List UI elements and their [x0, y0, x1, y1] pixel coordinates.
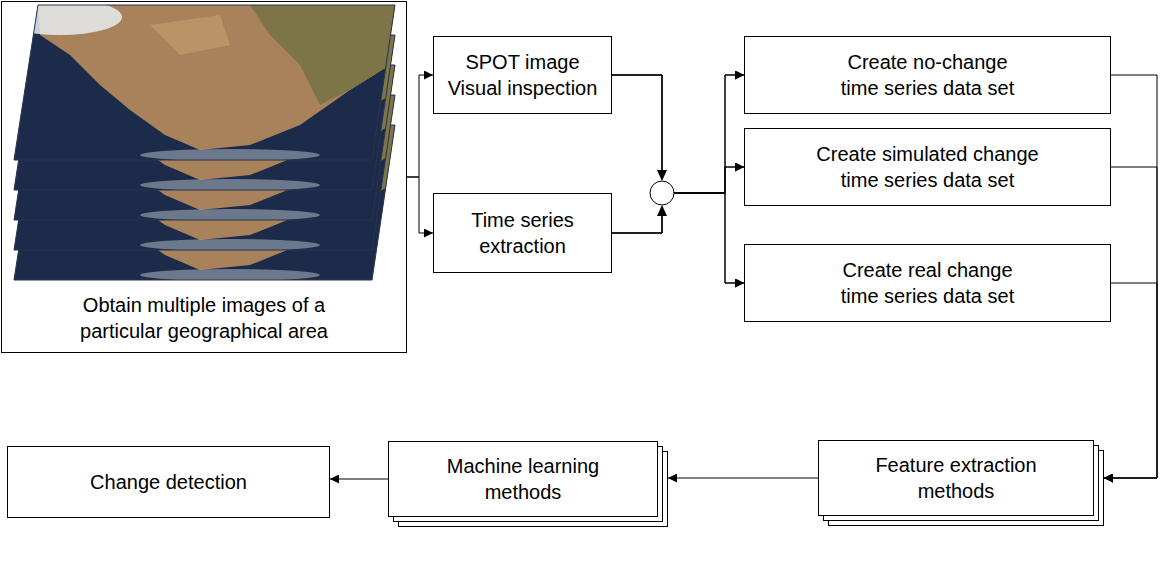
connector: [612, 75, 744, 233]
connector: [612, 167, 744, 233]
node-label: Change detection: [90, 469, 247, 495]
arrowhead: [657, 170, 667, 181]
node-label: SPOT image Visual inspection: [441, 49, 604, 101]
node-label: Create real change time series data set: [833, 257, 1023, 309]
connector: [668, 478, 818, 479]
stacked-box: Machine learning methods: [388, 441, 658, 517]
process-box: Create simulated change time series data…: [744, 128, 1111, 206]
connector: [1104, 75, 1157, 478]
connector: [1104, 283, 1157, 478]
connector: [612, 193, 744, 283]
node-label: Obtain multiple images of a particular g…: [59, 292, 349, 344]
stacked-box: Feature extraction methods: [818, 440, 1094, 516]
node-label: Create simulated change time series data…: [808, 141, 1048, 193]
node-label: Machine learning methods: [423, 453, 623, 505]
node-label: Time series extraction: [441, 207, 604, 259]
process-box: SPOT image Visual inspection: [433, 36, 612, 114]
node-label: Create no-change time series data set: [835, 49, 1020, 101]
connector: [330, 479, 388, 480]
connector: [612, 75, 744, 193]
process-box: Change detection: [7, 446, 330, 518]
connector: [612, 75, 744, 283]
image-panel: Obtain multiple images of a particular g…: [1, 1, 407, 353]
node-label: Feature extraction methods: [856, 452, 1056, 504]
connector: [612, 75, 744, 193]
arrowhead: [657, 205, 667, 216]
connector: [407, 75, 433, 177]
process-box: Time series extraction: [433, 193, 612, 273]
process-box: Create no-change time series data set: [744, 36, 1111, 114]
junction-circle: [650, 181, 674, 205]
connector: [1104, 167, 1157, 478]
process-box: Create real change time series data set: [744, 244, 1111, 322]
connector: [407, 177, 433, 233]
satellite-image: [0, 0, 410, 165]
